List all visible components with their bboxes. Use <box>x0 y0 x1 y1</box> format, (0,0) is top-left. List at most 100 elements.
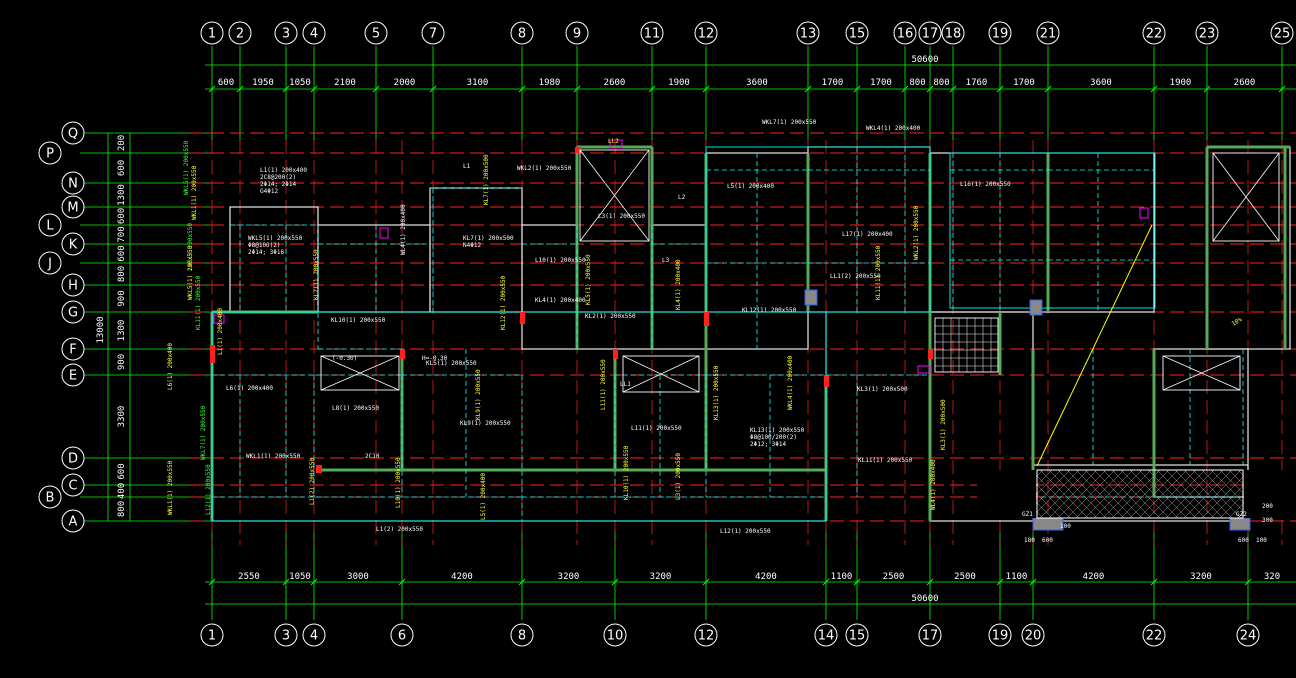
dimension-label-bottom: 1050 <box>289 572 311 582</box>
dimension-tick <box>573 85 581 93</box>
beam-annotation-vertical: KL9(1) 200x550 <box>475 369 482 420</box>
axis-bubble-label: 24 <box>1240 629 1257 644</box>
axis-bubble-top: 5 <box>364 21 388 45</box>
axis-bubble-left: J <box>38 251 62 275</box>
axis-bubble-bottom: 19 <box>988 623 1012 647</box>
dimension-tick <box>429 85 437 93</box>
small-dimension-label: GZ2 <box>1236 511 1247 518</box>
crosshatch-mask <box>977 470 1036 518</box>
dimension-label-top: 1700 <box>1013 78 1035 88</box>
beam-annotation: 2Φ14; 2Φ14 <box>260 181 297 188</box>
axis-bubble-label: K <box>69 238 78 253</box>
crosshatch-line <box>1039 469 1089 519</box>
crosshatch-border <box>1036 469 1244 519</box>
beam-annotation-vertical: WKL4(1) 200x400 <box>787 355 794 410</box>
column <box>400 349 405 359</box>
beam-annotation: 2C10 <box>365 453 380 460</box>
dimension-total-top: 50600 <box>911 55 938 65</box>
axis-bubble-circle <box>694 21 718 45</box>
axis-bubble-bottom: 10 <box>603 623 627 647</box>
dimension-tick <box>398 578 406 586</box>
axis-bubble-top: 4 <box>302 21 326 45</box>
axis-bubble-top: 7 <box>421 21 445 45</box>
dimension-label-bottom: 4200 <box>755 572 777 582</box>
dimension-tick <box>1244 578 1252 586</box>
dimension-label-bottom: 3200 <box>558 572 580 582</box>
axis-bubble-label: 19 <box>992 27 1009 42</box>
dimension-tick <box>996 578 1004 586</box>
axis-bubble-label: 9 <box>573 27 581 42</box>
axis-bubble-left: G <box>61 300 85 324</box>
magenta-marker <box>1139 207 1149 219</box>
column <box>575 147 581 153</box>
axis-bubble-bottom: 17 <box>918 623 942 647</box>
crosshatch-border <box>1036 469 1244 519</box>
beam-annotation-vertical: KL2(1) 200x550 <box>313 249 320 300</box>
dimension-label-top: 3100 <box>467 78 489 88</box>
axis-bubble-top: 22 <box>1142 21 1166 45</box>
axis-bubble-circle <box>1195 21 1219 45</box>
axis-bubble-label: 12 <box>698 629 715 644</box>
axis-bubble-label: 16 <box>897 27 914 42</box>
beam-annotation-vertical: L11(1) 200x550 <box>600 359 607 410</box>
axis-bubble-circle <box>1142 21 1166 45</box>
beam-annotation-vertical: L10(1) 200x550 <box>395 457 402 508</box>
dimension-label-left: 800 <box>117 501 127 517</box>
shaft-cross <box>579 149 650 242</box>
dimension-tick <box>282 578 290 586</box>
dimension-label-bottom: 320 <box>1264 572 1280 582</box>
dimension-tick <box>804 85 812 93</box>
beam-annotation-vertical: L3(1) 200x550 <box>675 453 682 500</box>
crosshatch-line <box>1102 469 1152 519</box>
column <box>520 312 525 324</box>
beam-annotation: L16(1) 200x550 <box>960 181 1011 188</box>
axis-bubble-bottom: 1 <box>200 623 224 647</box>
magenta-marker <box>379 227 389 239</box>
axis-bubble-circle <box>603 623 627 647</box>
dimension-tick <box>1150 85 1158 93</box>
beam-annotation-vertical: WKL7(1) 200x550 <box>200 405 207 460</box>
crosshatch-line <box>1075 469 1125 519</box>
dimension-label-bottom: 3000 <box>347 572 369 582</box>
beam-annotation-vertical: WKL5(1) 200x550 <box>187 245 194 300</box>
axis-bubble-label: 22 <box>1146 629 1163 644</box>
dimension-tick <box>996 85 1004 93</box>
shaft-opening <box>1162 355 1241 391</box>
axis-bubble-circle <box>61 473 85 497</box>
axis-bubble-label: F <box>69 343 76 358</box>
beam-annotation-vertical: WKL5(1) 200x550 <box>183 140 190 195</box>
axis-bubble-circle <box>988 623 1012 647</box>
axis-bubble-left: D <box>61 446 85 470</box>
shaft-cross <box>1162 355 1241 391</box>
beam-annotation-vertical: WL4(1) 200x400 <box>930 459 937 510</box>
axis-bubble-label: 12 <box>698 27 715 42</box>
beam-annotation-vertical: KL11(1) 200x550 <box>875 245 882 300</box>
dimension-tick <box>926 578 934 586</box>
axis-bubble-label: 15 <box>849 629 866 644</box>
beam-annotation: WKL7(1) 200x550 <box>762 119 817 126</box>
axis-bubble-label: 14 <box>818 629 835 644</box>
axis-bubble-label: 18 <box>945 27 962 42</box>
axis-bubble-left: B <box>38 485 62 509</box>
dimension-tick <box>310 578 318 586</box>
beam-annotation-vertical: KL13(1) 200x550 <box>713 365 720 420</box>
axis-bubble-circle <box>1236 623 1260 647</box>
dimension-label-left: 200 <box>117 135 127 151</box>
crosshatch-line <box>1066 469 1116 519</box>
dimension-tick <box>1044 85 1052 93</box>
axis-bubble-circle <box>61 121 85 145</box>
axis-bubble-label: 1 <box>208 629 216 644</box>
axis-bubble-circle <box>38 485 62 509</box>
beam-annotation: WKL2(1) 200x550 <box>517 165 572 172</box>
dimension-tick <box>611 578 619 586</box>
axis-bubble-label: 10 <box>607 629 624 644</box>
beam-annotation: (-0.30) <box>332 355 357 362</box>
beam-annotation: 2Φ12; 3Φ14 <box>750 441 787 448</box>
dimension-label-bottom: 1100 <box>1006 572 1028 582</box>
dimension-label-top: 3600 <box>1090 78 1112 88</box>
wall-outline <box>1206 146 1291 350</box>
beam-annotation: L1 <box>463 163 471 170</box>
axis-bubble-top: 19 <box>988 21 1012 45</box>
axis-bubble-circle <box>1036 21 1060 45</box>
